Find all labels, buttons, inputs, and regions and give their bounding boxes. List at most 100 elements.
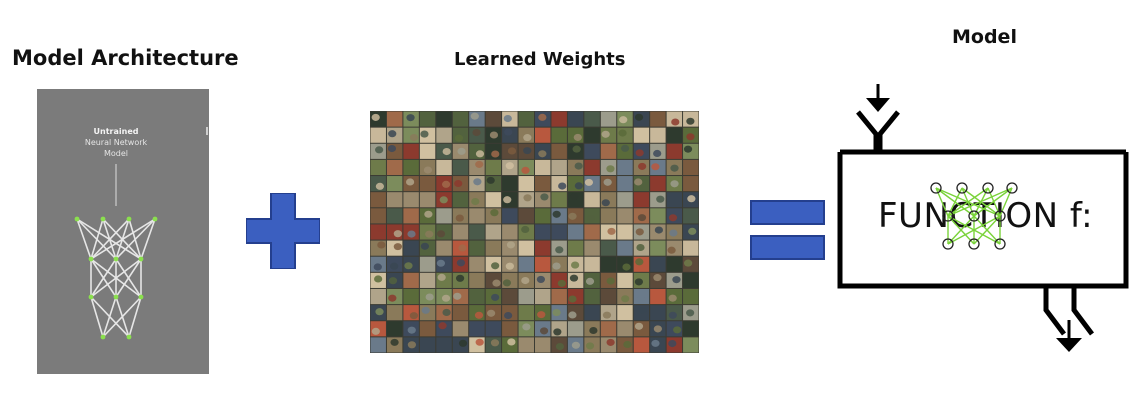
thumbnail-detail — [637, 214, 647, 222]
thumbnail-detail — [670, 180, 679, 188]
weight-thumbnail — [502, 176, 518, 192]
weight-thumbnail — [551, 111, 567, 127]
weight-thumbnail — [386, 192, 403, 208]
weight-thumbnail — [469, 224, 485, 240]
thumbnail-detail — [436, 259, 446, 267]
thumbnail-detail — [389, 262, 399, 270]
thumbnail-detail — [373, 263, 382, 271]
thumbnail-detail — [668, 294, 677, 302]
thumbnail-detail — [684, 259, 693, 267]
function-network-node — [942, 210, 954, 222]
weight-thumbnail — [370, 337, 386, 353]
weight-thumbnail — [666, 143, 683, 159]
weight-thumbnail — [551, 224, 567, 240]
thumbnail-detail — [553, 328, 562, 336]
thumbnail-detail — [371, 113, 380, 121]
weight-thumbnail — [518, 305, 534, 321]
function-network-edge — [947, 187, 989, 217]
weight-thumbnail — [683, 272, 699, 288]
weight-thumbnail — [535, 208, 551, 224]
weight-thumbnail — [567, 111, 584, 127]
weight-thumbnail — [386, 159, 403, 176]
thumbnail-detail — [442, 308, 451, 316]
weight-thumbnail — [403, 192, 419, 208]
network-node — [113, 256, 119, 262]
thumbnail-detail — [405, 178, 415, 186]
thumbnail-detail — [503, 114, 512, 123]
thumbnail-detail — [585, 277, 595, 285]
thumbnail-detail — [574, 182, 583, 190]
weight-thumbnail — [584, 305, 600, 321]
weight-thumbnail — [683, 159, 699, 176]
weight-thumbnail — [535, 224, 551, 240]
thumbnail-detail — [375, 146, 384, 154]
model-architecture-heading: Model Architecture — [12, 46, 239, 70]
thumbnail-detail — [607, 227, 616, 235]
function-network-node — [994, 238, 1006, 250]
weight-thumbnail — [419, 143, 436, 159]
weight-thumbnail — [485, 224, 502, 240]
thumbnail-detail — [584, 178, 594, 186]
function-network-node — [982, 182, 994, 194]
thumbnail-detail — [388, 130, 397, 138]
thumbnail-detail — [568, 295, 577, 303]
thumbnail-detail — [507, 147, 517, 155]
weight-thumbnail — [518, 256, 534, 272]
network-edges — [76, 218, 156, 338]
thumbnail-detail — [458, 339, 468, 347]
thumbnail-detail — [377, 225, 386, 233]
network-edge — [90, 218, 156, 260]
weight-thumbnail — [535, 288, 551, 305]
thumbnail-detail — [606, 277, 615, 285]
network-label-line1: Neural Network — [84, 138, 148, 147]
weight-thumbnail — [617, 208, 633, 224]
thumbnail-detail — [537, 311, 546, 319]
network-node — [126, 334, 132, 340]
weight-thumbnail — [683, 240, 699, 256]
weight-thumbnail — [419, 192, 436, 208]
weight-thumbnail — [436, 111, 452, 127]
weight-thumbnail — [436, 240, 452, 256]
weight-thumbnail — [386, 176, 403, 192]
thumbnail-detail — [491, 150, 500, 158]
weight-thumbnail — [600, 111, 617, 127]
weight-thumbnail — [502, 224, 518, 240]
thumbnail-detail — [404, 262, 413, 270]
weight-thumbnail — [584, 159, 600, 176]
weight-thumbnail — [617, 224, 633, 240]
network-node — [126, 216, 132, 222]
weight-thumbnail — [518, 111, 534, 127]
weight-thumbnail — [666, 127, 683, 143]
thumbnail-detail — [568, 212, 577, 220]
weight-thumbnail — [518, 208, 534, 224]
thumbnail-detail — [406, 114, 415, 122]
thumbnail-detail — [409, 312, 418, 320]
thumbnail-detail — [502, 279, 512, 287]
thumbnail-detail — [425, 230, 434, 238]
panel-edge-mark — [206, 127, 208, 135]
weight-thumbnail — [600, 288, 617, 305]
weight-thumbnail — [469, 288, 485, 305]
thumbnail-detail — [638, 306, 648, 314]
thumbnail-detail — [377, 241, 386, 249]
thumbnail-detail — [569, 274, 579, 282]
weight-thumbnail — [370, 288, 386, 305]
thumbnail-detail — [635, 228, 644, 236]
thumbnail-detail — [459, 323, 468, 331]
thumbnail-detail — [438, 322, 447, 330]
thumbnail-detail — [668, 339, 677, 348]
weight-thumbnail — [469, 272, 485, 288]
weight-thumbnail — [485, 192, 502, 208]
thumbnail-detail — [636, 295, 646, 303]
thumbnail-detail — [656, 195, 665, 203]
weight-thumbnail — [436, 127, 452, 143]
weight-thumbnail — [452, 111, 469, 127]
thumbnail-detail — [521, 166, 530, 174]
weight-thumbnail — [403, 143, 419, 159]
network-edge — [102, 296, 142, 338]
function-label: FUNCTION f: — [878, 196, 1094, 236]
weight-thumbnail — [617, 176, 633, 192]
weight-thumbnail — [469, 208, 485, 224]
weight-thumbnail — [502, 208, 518, 224]
weight-thumbnail — [584, 143, 600, 159]
